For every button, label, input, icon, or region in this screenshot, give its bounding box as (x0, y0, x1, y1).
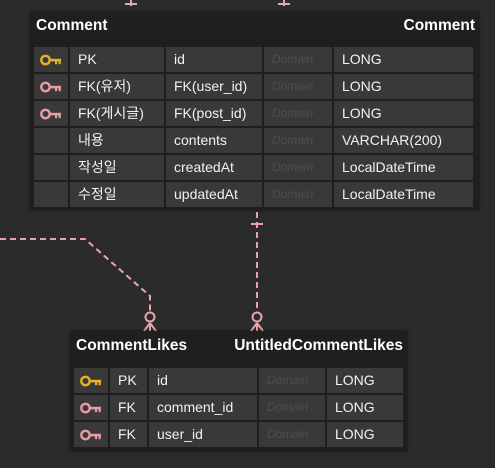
comment-likes-user-end-optional-ring (144, 311, 156, 323)
empty-key-cell (34, 128, 68, 153)
attribute-row-id[interactable]: PK id Domain LONG (34, 47, 479, 72)
logical-entity-name: CommentLikes (76, 337, 188, 354)
physical-name: FK(user_id) (166, 74, 262, 99)
attribute-row-contents[interactable]: 내용 contents Domain VARCHAR(200) (34, 128, 479, 153)
physical-name: FK(post_id) (166, 101, 262, 126)
data-type: LocalDateTime (334, 182, 473, 207)
comment-attributes: PK id Domain LONG FK(유저) FK(user_id) Dom… (30, 40, 479, 207)
physical-name: contents (166, 128, 262, 153)
domain-label: Domain (264, 128, 332, 153)
key-icon (74, 368, 108, 393)
logical-name: PK (110, 368, 147, 393)
physical-name: createdAt (166, 155, 262, 180)
relationship-line-user-likes (0, 238, 151, 312)
logical-name: FK(게시글) (70, 101, 164, 126)
domain-label: Domain (264, 47, 332, 72)
foreign-key-icon (34, 101, 68, 126)
domain-label: Domain (264, 182, 332, 207)
attribute-row-user-id[interactable]: FK user_id Domain LONG (74, 422, 407, 447)
logical-name: FK (110, 395, 147, 420)
logical-name: PK (70, 47, 164, 72)
data-type: LONG (327, 395, 403, 420)
physical-name: id (149, 368, 257, 393)
physical-name: id (166, 47, 262, 72)
data-type: LocalDateTime (334, 155, 473, 180)
domain-label: Domain (259, 422, 325, 447)
attribute-row-post-id[interactable]: FK(게시글) FK(post_id) Domain LONG (34, 101, 479, 126)
logical-name: 내용 (70, 128, 164, 153)
physical-entity-name: UntitledCommentLikes (234, 337, 403, 354)
data-type: LONG (334, 47, 473, 72)
foreign-key-icon (74, 422, 108, 447)
attribute-row-created-at[interactable]: 작성일 createdAt Domain LocalDateTime (34, 155, 479, 180)
comment-likes-entity[interactable]: CommentLikes UntitledCommentLikes PK id … (70, 331, 407, 451)
physical-name: updatedAt (166, 182, 262, 207)
physical-name: user_id (149, 422, 257, 447)
domain-label: Domain (264, 101, 332, 126)
key-icon (34, 47, 68, 72)
foreign-key-icon (34, 74, 68, 99)
foreign-key-icon (74, 395, 108, 420)
domain-label: Domain (264, 74, 332, 99)
attribute-row-user-id[interactable]: FK(유저) FK(user_id) Domain LONG (34, 74, 479, 99)
physical-entity-name: Comment (403, 17, 475, 34)
attribute-row-updated-at[interactable]: 수정일 updatedAt Domain LocalDateTime (34, 182, 479, 207)
domain-label: Domain (259, 368, 325, 393)
logical-name: FK (110, 422, 147, 447)
data-type: LONG (334, 101, 473, 126)
logical-name: FK(유저) (70, 74, 164, 99)
comment-entity[interactable]: Comment Comment PK id Domain LONG FK(유저)… (30, 12, 479, 210)
data-type: VARCHAR(200) (334, 128, 473, 153)
logical-entity-name: Comment (36, 17, 108, 34)
domain-label: Domain (259, 395, 325, 420)
data-type: LONG (327, 368, 403, 393)
domain-label: Domain (264, 155, 332, 180)
logical-name: 작성일 (70, 155, 164, 180)
comment-likes-attributes: PK id Domain LONG FK comment_id Domain L… (70, 361, 407, 447)
comment-likes-comment-end-optional-ring (251, 311, 263, 323)
logical-name: 수정일 (70, 182, 164, 207)
empty-key-cell (34, 182, 68, 207)
data-type: LONG (334, 74, 473, 99)
comment-likes-entity-header: CommentLikes UntitledCommentLikes (70, 331, 407, 361)
data-type: LONG (327, 422, 403, 447)
attribute-row-comment-id[interactable]: FK comment_id Domain LONG (74, 395, 407, 420)
physical-name: comment_id (149, 395, 257, 420)
attribute-row-id[interactable]: PK id Domain LONG (74, 368, 407, 393)
empty-key-cell (34, 155, 68, 180)
comment-entity-header: Comment Comment (30, 12, 479, 40)
